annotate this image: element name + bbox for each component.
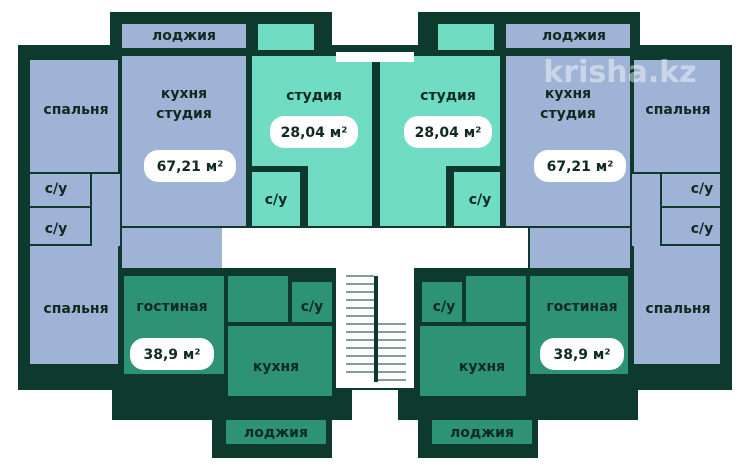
bath-right-2-label: с/у [691, 221, 714, 237]
area-bottom-left: 38,9 м² [144, 347, 201, 363]
loggia-left-top-room [122, 24, 246, 48]
kitchen-bottom-right-label: кухня [459, 359, 505, 375]
bath-left-1-room [30, 174, 90, 206]
stairwell [222, 52, 528, 388]
stair-treads-left [346, 275, 374, 373]
area-right-large: 67,21 м² [547, 159, 614, 175]
area-bubbles [130, 116, 626, 370]
bath-right-1-label: с/у [691, 181, 714, 197]
kitchen-studio-right-room [506, 56, 630, 226]
bath-studio-left-label: с/у [265, 192, 288, 208]
corridor-right-room [632, 174, 660, 246]
hall-bottom-right-room [466, 276, 526, 322]
watermark-phone: +7 9107583 [316, 229, 404, 244]
studio-left-label: студия [286, 88, 342, 104]
living-right-label: гостиная [546, 299, 617, 315]
kitchen-bottom-right-room [420, 326, 526, 396]
kitchen-bottom-left-label: кухня [253, 359, 299, 375]
studio-right-loggia-room [438, 24, 494, 50]
loggia-bottom-right-room [432, 420, 532, 444]
bedroom-top-right-label: спальня [645, 102, 710, 118]
bedroom-top-left-room [30, 60, 118, 172]
bedroom-bottom-left-label: спальня [43, 301, 108, 317]
kitchen-right-label-2: студия [540, 106, 596, 122]
loggia-bottom-right-label: лоджия [450, 425, 514, 441]
bath-bottom-left-label: с/у [301, 299, 324, 315]
bedroom-bottom-right-label: спальня [645, 301, 710, 317]
bath-left-2-room [30, 208, 90, 244]
kitchen-left-label-2: студия [156, 106, 212, 122]
bedroom-top-left-label: спальня [43, 102, 108, 118]
loggia-right-top-room [506, 24, 630, 48]
corridor-left-room [92, 174, 120, 246]
studio-right-label: студия [420, 88, 476, 104]
apartment-left-large [30, 24, 246, 364]
bath-bottom-right-label: с/у [433, 299, 456, 315]
watermark-brand: krisha.kz [543, 55, 696, 90]
bedroom-bottom-left-room [30, 246, 118, 364]
area-left-large: 67,21 м² [157, 159, 224, 175]
bedroom-bottom-right-room [634, 246, 720, 364]
bath-left-2-label: с/у [45, 221, 68, 237]
hall-bottom-left-room [228, 276, 288, 322]
bath-bottom-left-room [292, 282, 332, 322]
hall-left-room [122, 228, 222, 268]
central-corridor [222, 228, 528, 268]
loggia-bottom-left-label: лоджия [244, 425, 308, 441]
studio-left-loggia-room [258, 24, 314, 50]
bath-studio-right-label: с/у [469, 192, 492, 208]
bath-left-1-label: с/у [45, 181, 68, 197]
bath-right-1-room [662, 174, 720, 206]
apartment-right-large [506, 24, 720, 364]
loggia-left-top-label: лоджия [152, 28, 216, 44]
bedroom-top-right-room [634, 60, 720, 172]
area-bottom-right: 38,9 м² [554, 347, 611, 363]
area-studio-left: 28,04 м² [281, 125, 348, 141]
kitchen-right-label-1: кухня [545, 86, 591, 102]
kitchen-bottom-left-room [228, 326, 332, 396]
bath-bottom-right-room [422, 282, 462, 322]
kitchen-left-label-1: кухня [161, 86, 207, 102]
area-studio-right: 28,04 м² [415, 125, 482, 141]
kitchen-studio-left-room [122, 56, 246, 226]
living-left-label: гостиная [136, 299, 207, 315]
loggia-right-top-label: лоджия [542, 28, 606, 44]
loggia-bottom-left-room [226, 420, 326, 444]
bath-right-2-room [662, 208, 720, 244]
hall-right-room [530, 228, 630, 268]
stair-treads-right [378, 323, 406, 381]
